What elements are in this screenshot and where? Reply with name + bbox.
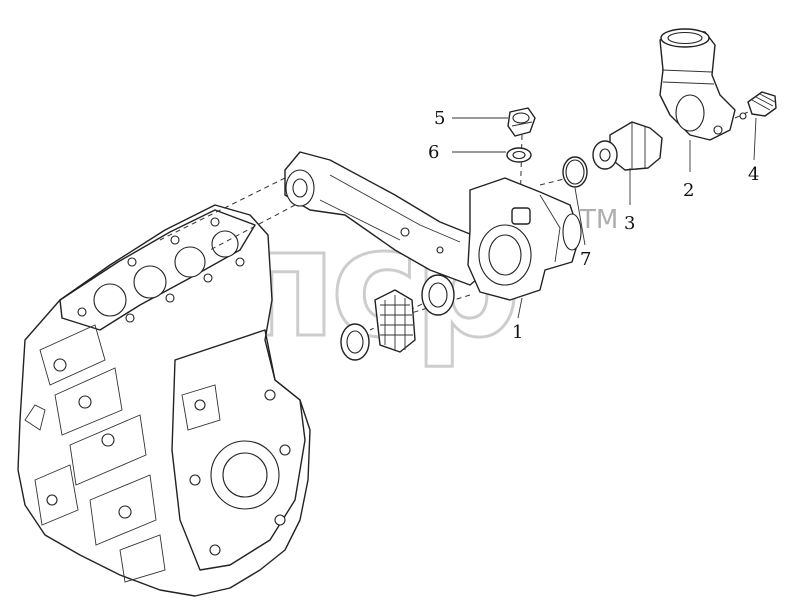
callout-4: 4 [748, 164, 759, 185]
o-ring [562, 156, 588, 188]
leader-lines [452, 117, 757, 319]
water-pump-housing [467, 177, 582, 301]
callout-1: 1 [512, 322, 523, 343]
outlet-elbow [659, 28, 736, 141]
engine-block [17, 204, 311, 597]
callout-6: 6 [428, 142, 439, 163]
callout-3: 3 [624, 213, 635, 234]
mounting-bolt [739, 91, 777, 120]
drain-plug [507, 107, 536, 137]
watermark-trademark: TM [579, 205, 618, 235]
callout-5: 5 [434, 108, 445, 129]
thermostat [592, 121, 663, 171]
plug-washer [506, 147, 532, 163]
callout-labels: 5 6 1 2 3 4 7 [428, 108, 759, 343]
callout-2: 2 [683, 180, 694, 201]
callout-7: 7 [580, 249, 591, 270]
housing-gasket [421, 274, 455, 316]
pump-gear [340, 289, 416, 361]
